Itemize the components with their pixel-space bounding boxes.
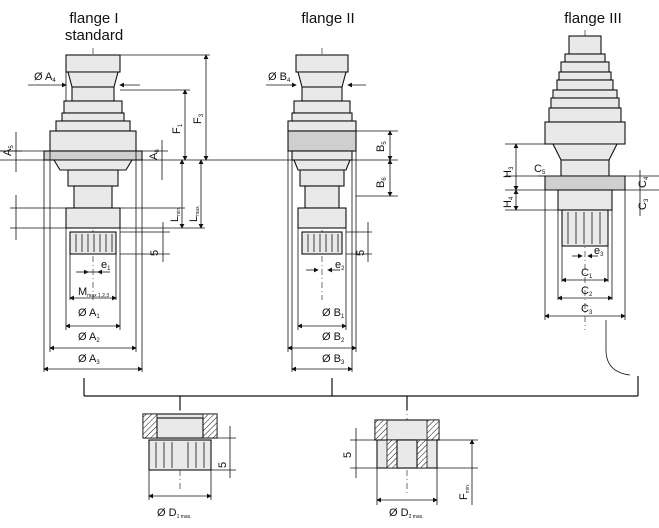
label-h4: H4 [502,196,515,208]
label-b1: Ø B1 [322,307,345,320]
label-fmin: Fmin. [458,484,471,500]
title-flange-3: flange III [564,10,622,27]
label-a5-left: A5 [2,145,15,156]
connector-bracket [83,376,639,410]
flange-1-collar-1 [63,100,123,114]
label-a4: Ø A4 [34,71,56,84]
label-a1: Ø A1 [78,307,100,320]
label-d1: Ø D1 max. [157,507,192,520]
label-f1: F1 [171,123,184,134]
label-m: Mmax.1,2,3 [78,286,109,299]
flange-2-labels: Ø B4 Ø B1 Ø B2 Ø B3 B5 B6 5 e2 [268,71,388,366]
label-a3: Ø A3 [78,353,100,366]
label-lmin: Lmin. [169,206,182,222]
title-flange-1-line2: standard [64,27,124,44]
label-e2: e2 [335,259,345,272]
label-e1: e1 [101,259,111,272]
label-5-flange2: 5 [355,250,367,256]
flange-1-body [49,130,137,152]
label-b5: B5 [375,141,388,152]
label-a2: Ø A2 [78,331,100,344]
label-a6: A6 [148,149,161,160]
label-b6: B6 [375,177,388,188]
label-h3: H3 [502,166,515,178]
flange-1-neck [71,86,115,102]
label-c4: C4 [637,176,650,188]
flange-1-top-cap [65,54,121,73]
flange-1-drawing [0,48,398,372]
title-flange-2: flange II [301,10,355,27]
label-c-bottom: C3 [581,303,593,316]
flange-3-drawing [505,30,659,376]
nut-d1-drawing [142,405,236,500]
label-lmax: Lmax. [188,205,201,222]
label-5-nut-d1: 5 [217,462,229,468]
label-e3: e3 [594,245,604,258]
title-flange-1-line1: flange I [69,10,119,27]
flange-2-drawing [266,48,398,372]
flange-1-flange-plate [43,150,143,161]
label-5-flange1: 5 [149,250,161,256]
title-flange-1: flange I standard [58,10,130,44]
label-c5: C5 [534,163,546,176]
flange-1-body-upper [55,120,131,132]
nut-d2-drawing [350,405,478,505]
label-c3: C3 [637,198,650,210]
label-b4: Ø B4 [268,71,291,84]
flange-1-taper [67,71,119,88]
label-c1: C1 [581,267,593,280]
label-b3: Ø B3 [322,353,345,366]
flange-1-collar-2 [61,112,125,122]
label-c2: C2 [581,285,593,298]
bottom-labels: Ø D1 max. Ø D2 max. 5 5 Fmin. [157,452,471,520]
flange-1-labels: Ø A4 Ø A1 Ø A2 Ø A3 A5 A6 F1 F3 Lmin. Lm… [2,71,205,366]
flange-3-flange-plate [544,175,626,191]
label-5-nut-d2: 5 [342,452,354,458]
flange-3-labels: H3 H4 C5 C4 C3 C1 C2 C3 e3 [502,163,650,316]
flange-1-stem [73,185,113,209]
flange-1-nut [65,207,121,229]
flange-1-lower-body [67,169,119,187]
label-f3: F3 [192,113,205,124]
flange-2-flange-plate [287,130,357,152]
label-b2: Ø B2 [322,331,345,344]
flange-1-lower-taper [53,159,133,171]
flange-1-tip-grip [75,234,113,252]
flange-1-tip [69,231,117,255]
label-d2: Ø D2 max. [389,507,424,520]
